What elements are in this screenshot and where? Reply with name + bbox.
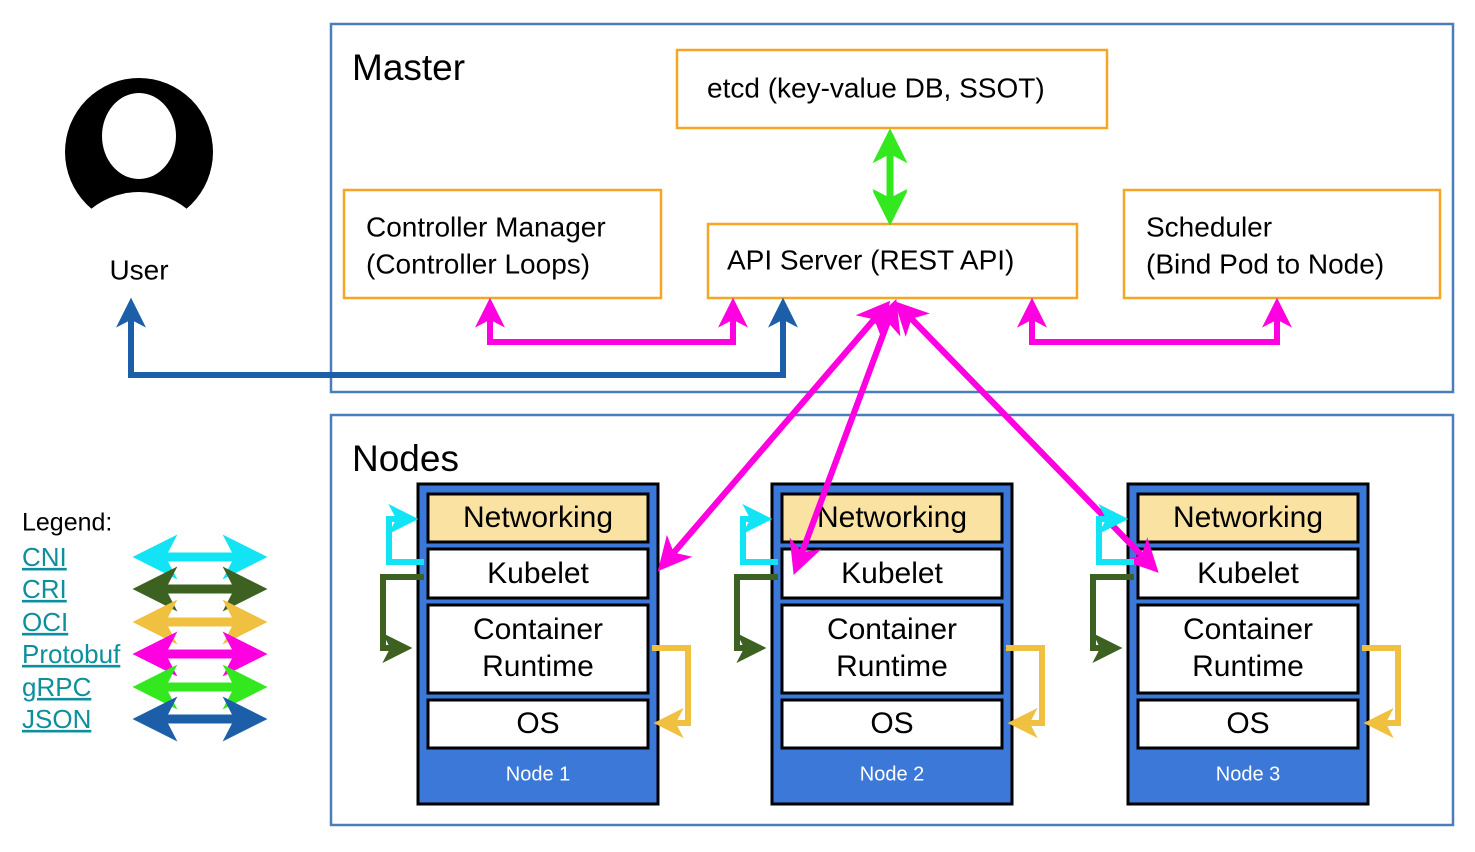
scheduler-box[interactable]: Scheduler (Bind Pod to Node) [1122, 188, 1442, 300]
node-2-container-runtime-label-line2: Runtime [836, 650, 948, 683]
node-1[interactable]: Networking Kubelet Container Runtime OS … [416, 482, 660, 806]
user-label: User [109, 254, 168, 285]
node-3-os-label: OS [1226, 707, 1269, 740]
controller-manager-label-line1: Controller Manager [366, 211, 606, 242]
connector-cni-node-1 [386, 504, 424, 565]
etcd-label: etcd (key-value DB, SSOT) [707, 72, 1045, 103]
connector-protobuf-apiserver-scheduler-path [1029, 318, 1280, 345]
connector-oci-node-2 [1006, 645, 1045, 738]
scheduler-label-line2: (Bind Pod to Node) [1146, 248, 1384, 279]
node-3-networking-label: Networking [1173, 501, 1323, 534]
nodes-group-title: Nodes [352, 438, 459, 479]
node-1-networking-box[interactable] [426, 492, 650, 544]
scheduler-label-line1: Scheduler [1146, 211, 1272, 242]
connector-protobuf-cm-apiserver-path [487, 318, 736, 345]
node-1-container-runtime-label-line2: Runtime [482, 650, 594, 683]
connector-json-user-apiserver-path [128, 330, 786, 378]
node-3-container-runtime-label-line1: Container [1183, 613, 1313, 646]
node-3-container-runtime-label-line2: Runtime [1192, 650, 1304, 683]
node-3-kubelet-box[interactable] [1136, 547, 1360, 600]
user-avatar-icon [65, 78, 213, 223]
node-2-container-runtime-label-line1: Container [827, 613, 957, 646]
node-2-networking-label: Networking [817, 501, 967, 534]
api-server-label: API Server (REST API) [727, 244, 1014, 275]
connector-cri-node-3 [1090, 574, 1134, 663]
connector-oci-node-1 [652, 645, 691, 738]
controller-manager-box[interactable]: Controller Manager (Controller Loops) [342, 188, 663, 300]
node-1-name: Node 1 [506, 763, 571, 785]
legend-item-label-cni[interactable]: CNI [22, 542, 67, 572]
node-1-container-runtime-label-line1: Container [473, 613, 603, 646]
legend-item-label-grpc[interactable]: gRPC [22, 672, 91, 702]
node-2-container-runtime-box[interactable] [780, 603, 1004, 695]
node-1-networking-label: Networking [463, 501, 613, 534]
connector-cri-node-1 [380, 574, 424, 663]
nodes-group-frame [329, 413, 1455, 827]
node-1-kubelet-label: Kubelet [487, 557, 589, 590]
master-group-title: Master [352, 47, 465, 88]
legend: Legend: CNI CRI OCI Protobuf gRPC JSON [22, 509, 268, 742]
node-3-name: Node 3 [1216, 763, 1281, 785]
master-group-frame [329, 22, 1455, 394]
node-2-os-box[interactable] [780, 698, 1004, 750]
node-2-kubelet-label: Kubelet [841, 557, 943, 590]
connector-cni-node-3 [1096, 504, 1134, 565]
node-3[interactable]: Networking Kubelet Container Runtime OS … [1126, 482, 1370, 806]
node-3-os-box[interactable] [1136, 698, 1360, 750]
node-1-container-runtime-box[interactable] [426, 603, 650, 695]
connector-cri-node-2 [734, 574, 778, 663]
controller-manager-label-line2: (Controller Loops) [366, 248, 590, 279]
node-2-name: Node 2 [860, 763, 925, 785]
node-3-container-runtime-box[interactable] [1136, 603, 1360, 695]
legend-item-label-protobuf[interactable]: Protobuf [22, 639, 121, 669]
legend-item-label-cri[interactable]: CRI [22, 574, 67, 604]
node-1-os-box[interactable] [426, 698, 650, 750]
legend-item-label-oci[interactable]: OCI [22, 607, 68, 637]
connector-oci-node-3 [1362, 645, 1401, 738]
node-1-os-label: OS [516, 707, 559, 740]
legend-title: Legend: [22, 509, 112, 537]
api-server-box[interactable]: API Server (REST API) [706, 222, 1079, 300]
etcd-box[interactable]: etcd (key-value DB, SSOT) [675, 48, 1109, 130]
legend-item-label-json[interactable]: JSON [22, 704, 91, 734]
node-2-os-label: OS [870, 707, 913, 740]
node-1-kubelet-box[interactable] [426, 547, 650, 600]
connector-protobuf-node2-apiserver-up [794, 299, 901, 568]
node-3-kubelet-label: Kubelet [1197, 557, 1299, 590]
connector-protobuf-node1-apiserver-up [661, 300, 891, 566]
node-3-networking-box[interactable] [1136, 492, 1360, 544]
connector-cni-node-2 [740, 504, 778, 565]
